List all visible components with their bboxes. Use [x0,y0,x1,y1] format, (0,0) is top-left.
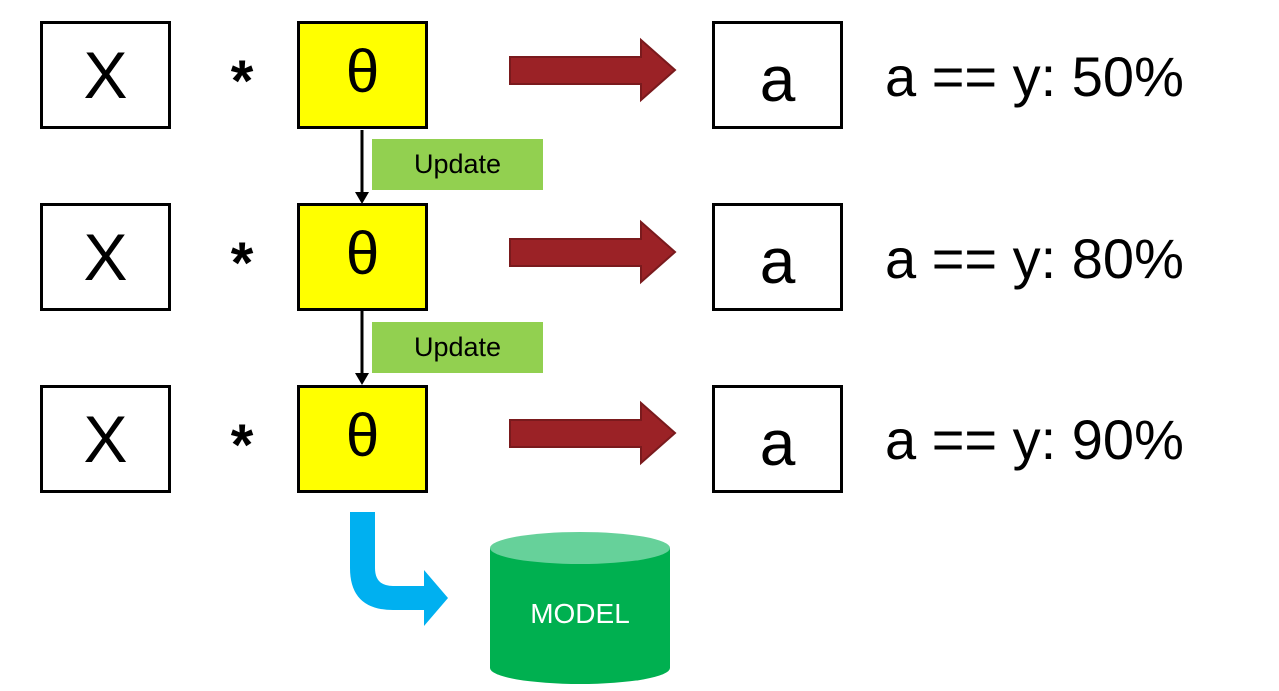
theta-label-1: θ [345,37,380,105]
model-cylinder [490,532,670,684]
output-label-1: a [759,43,796,115]
multiply-operator-3: * [230,413,254,478]
input-label-3: X [83,402,128,476]
output-arrow-2 [509,219,677,285]
theta-label-2: θ [345,219,380,287]
output-box-1: a [712,21,843,129]
theta-label-3: θ [345,401,380,469]
multiply-operator-2: * [230,231,254,296]
output-label-3: a [759,407,796,479]
accuracy-result-1: a == y: 50% [885,45,1184,108]
accuracy-result-2: a == y: 80% [885,227,1184,290]
output-box-2: a [712,203,843,311]
save-model-arrow [350,512,448,626]
input-label-2: X [83,220,128,294]
update-label-1: Update [372,139,543,190]
update-arrowhead-1 [355,192,369,204]
theta-box-1: θ [297,21,428,129]
update-arrowhead-2 [355,373,369,385]
output-label-2: a [759,225,796,297]
input-label-1: X [83,38,128,112]
model-label: MODEL [530,598,630,629]
multiply-operator-1: * [230,49,254,114]
theta-box-3: θ [297,385,428,493]
update-label-2: Update [372,322,543,373]
accuracy-result-3: a == y: 90% [885,408,1184,471]
input-box-1: X [40,21,171,129]
input-box-3: X [40,385,171,493]
output-box-3: a [712,385,843,493]
input-box-2: X [40,203,171,311]
output-arrow-3 [509,400,677,466]
output-arrow-1 [509,37,677,103]
theta-box-2: θ [297,203,428,311]
